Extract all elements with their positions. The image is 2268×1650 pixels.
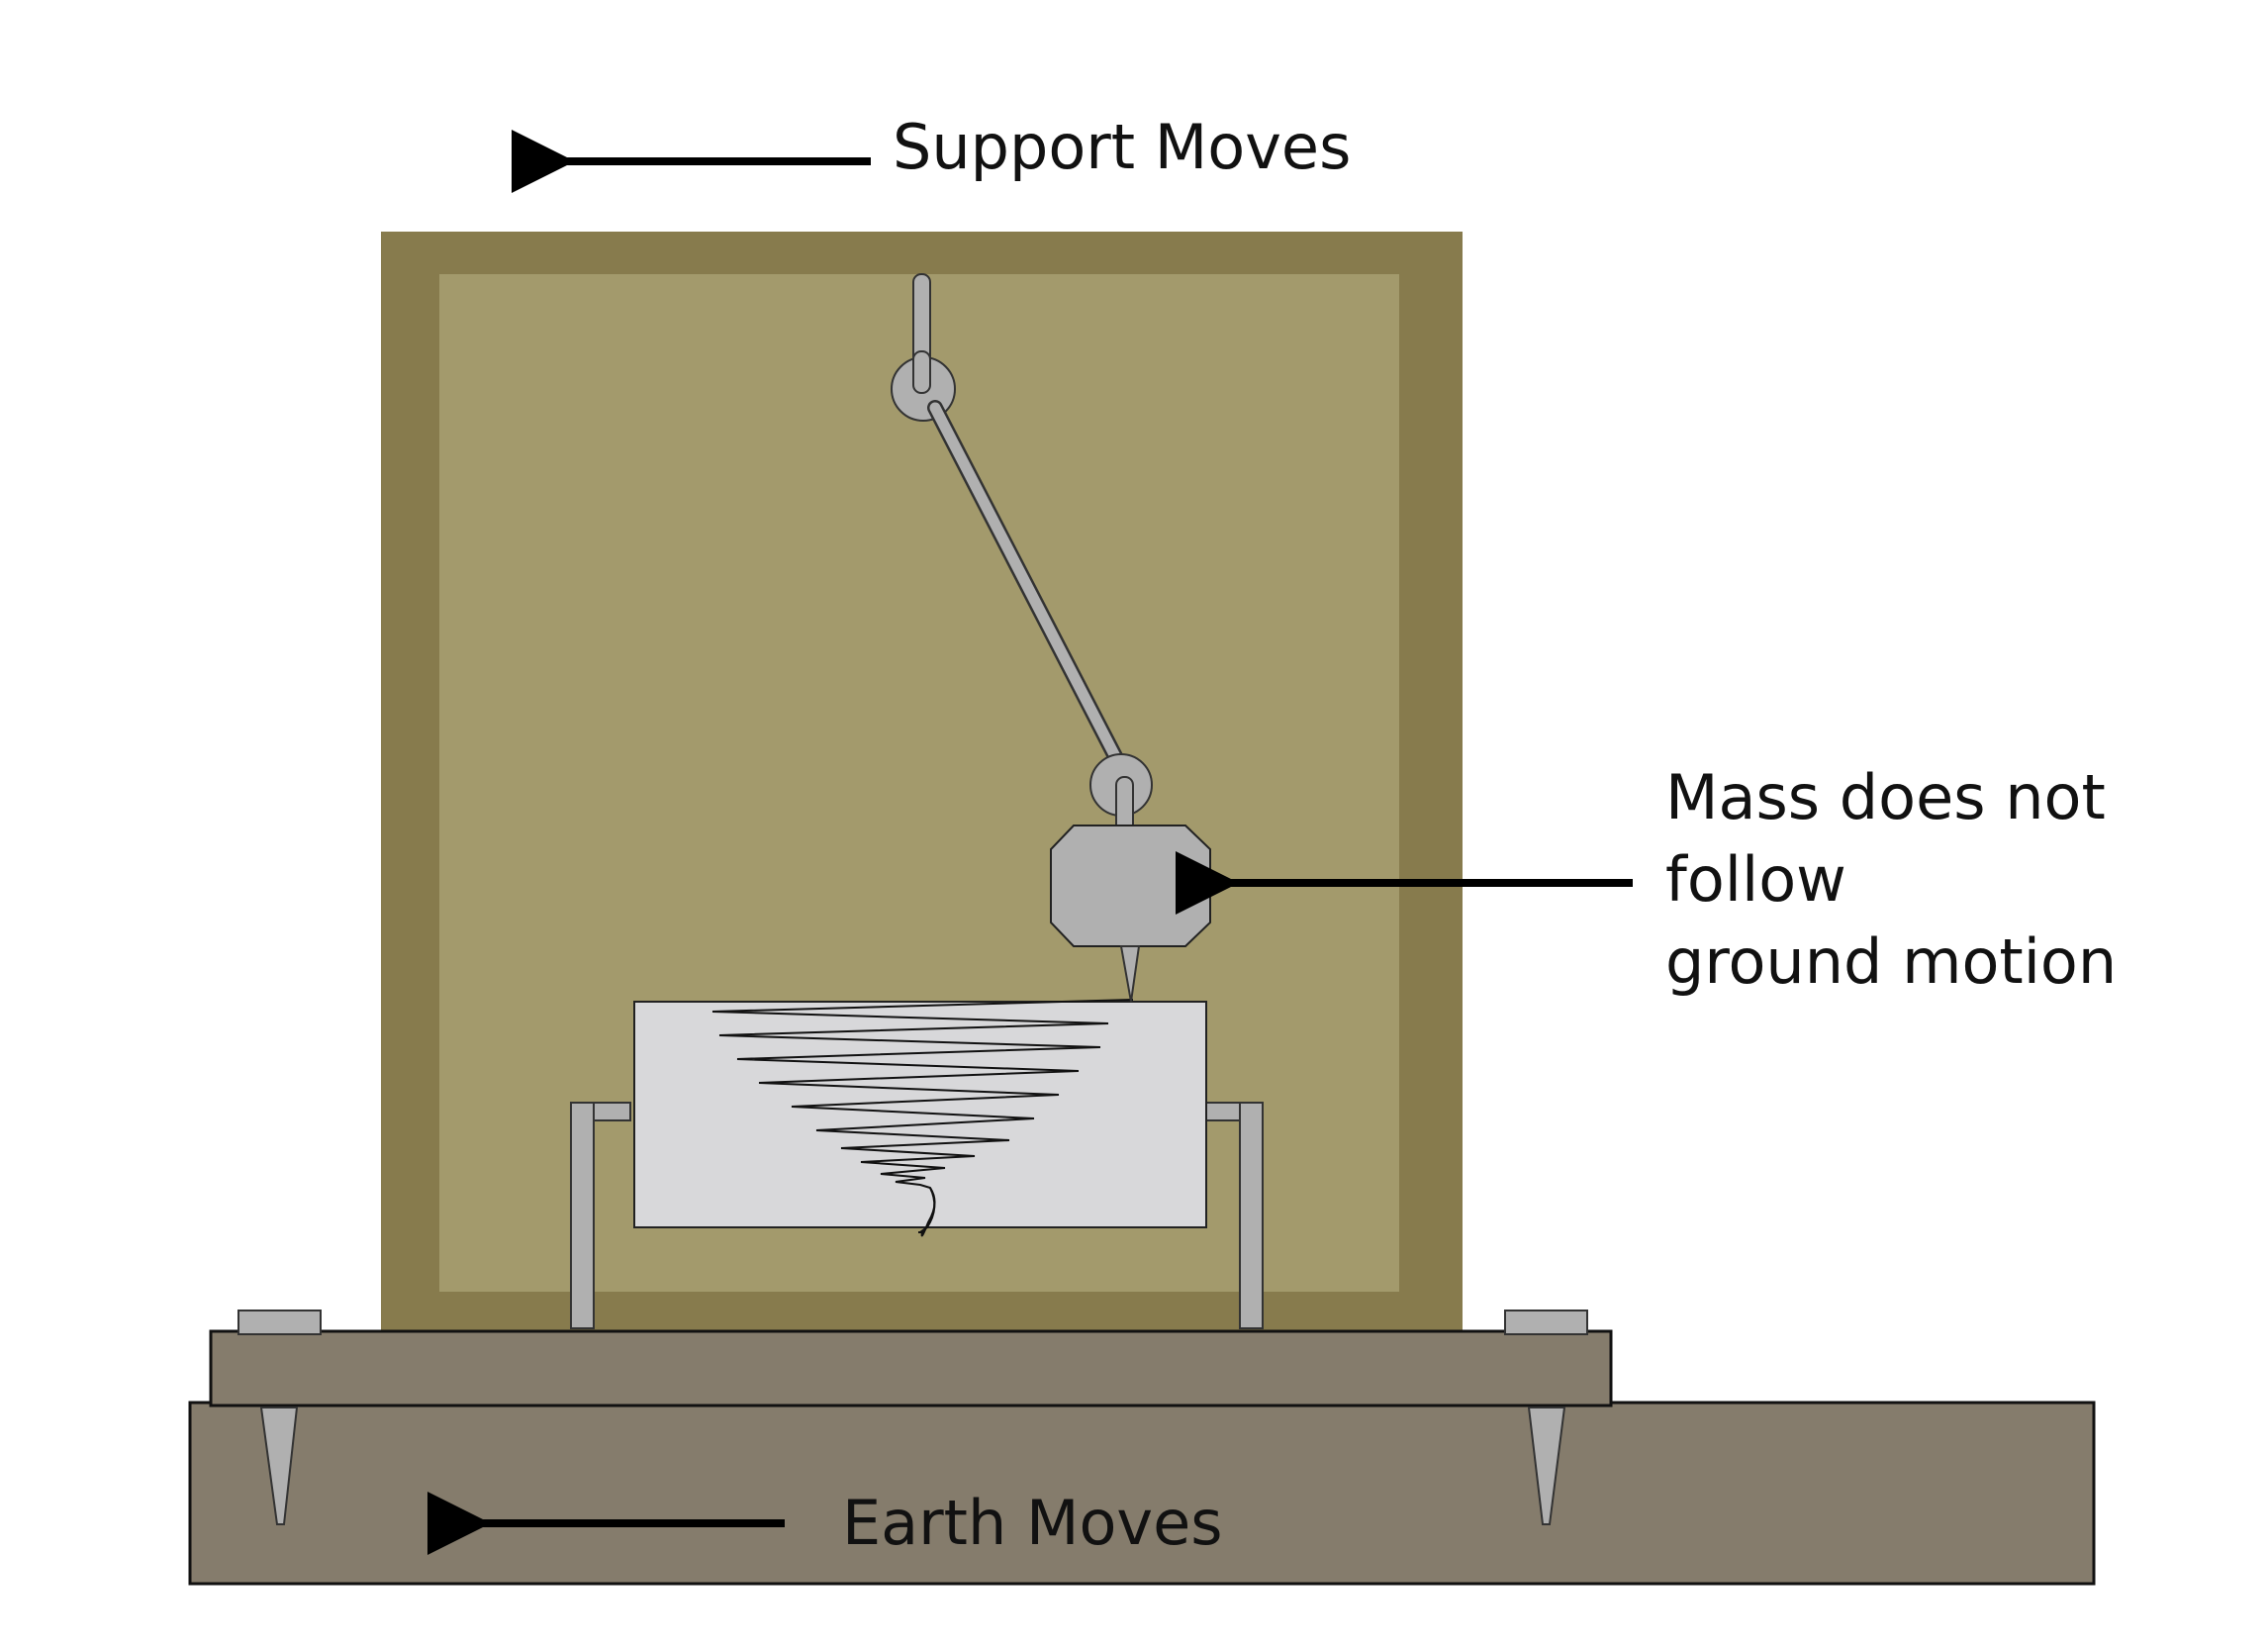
pendulum-arm [929, 402, 1124, 768]
support-moves-label: Support Moves [893, 111, 1351, 183]
pivot-top-slot [912, 350, 931, 394]
leveling-spike-right [1527, 1407, 1566, 1525]
earth-moves-label: Earth Moves [842, 1487, 1223, 1559]
recording-drum [633, 1001, 1207, 1228]
drum-axle-right [1205, 1102, 1241, 1121]
leveling-block-right [1504, 1310, 1588, 1335]
stylus [1119, 945, 1141, 1003]
base-plate [209, 1329, 1613, 1407]
leveling-spike-left [259, 1407, 299, 1525]
earth-ground [188, 1401, 2096, 1586]
drum-axle-left [593, 1102, 631, 1121]
mass-label-line3: ground motion [1665, 925, 2117, 998]
pendulum-mass [1050, 825, 1211, 947]
mass-label-line2: follow [1665, 843, 1846, 916]
mass-label-line1: Mass does not [1665, 761, 2106, 833]
leveling-block-left [237, 1310, 322, 1335]
seismogram-tail [919, 1187, 936, 1233]
drum-stand-right [1239, 1102, 1264, 1329]
drum-stand-left [570, 1102, 595, 1329]
